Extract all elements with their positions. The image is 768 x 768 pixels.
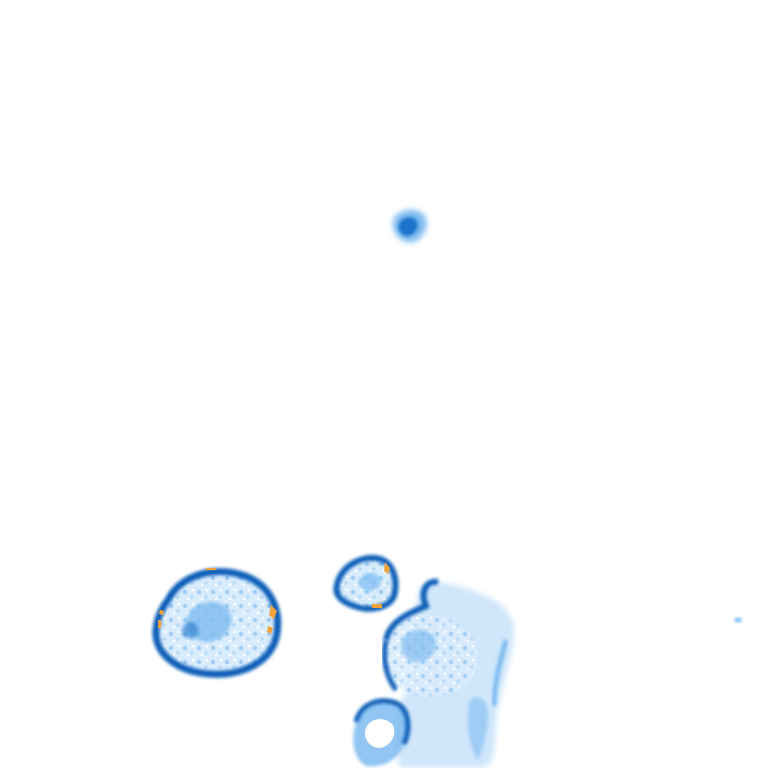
right-large-blob bbox=[381, 578, 515, 768]
middle-ring-blob bbox=[333, 554, 399, 612]
top-blob bbox=[392, 209, 427, 243]
bottom-ring-blob bbox=[353, 698, 411, 767]
left-ring-blob bbox=[152, 568, 282, 678]
right-speck bbox=[734, 617, 742, 623]
